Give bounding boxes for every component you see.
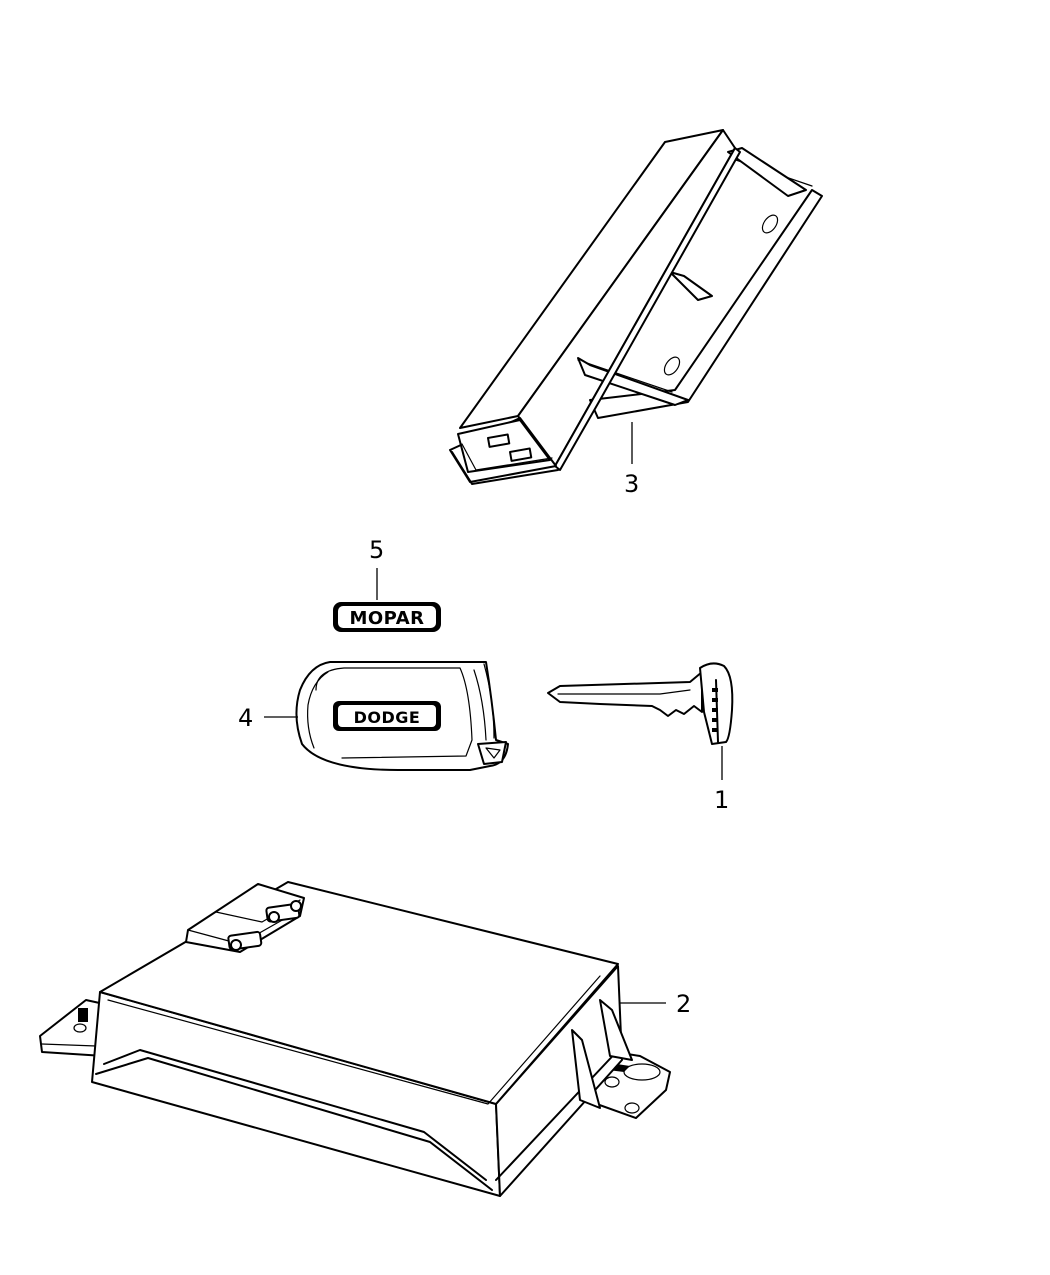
control-module — [39, 881, 671, 1197]
callout-number-4: 4 — [238, 704, 253, 732]
callout-number-3: 3 — [624, 470, 639, 498]
callout-number-1: 1 — [714, 786, 729, 814]
key-blade — [547, 662, 734, 745]
receiver-module — [449, 129, 823, 485]
callout-number-5: 5 — [369, 536, 384, 564]
key-fob: DODGE — [295, 661, 509, 771]
callout-number-2: 2 — [676, 990, 691, 1018]
fob-logo-text: DODGE — [354, 708, 421, 727]
badge-logo-text: MOPAR — [349, 608, 424, 629]
mopar-badge: MOPAR — [333, 602, 441, 632]
